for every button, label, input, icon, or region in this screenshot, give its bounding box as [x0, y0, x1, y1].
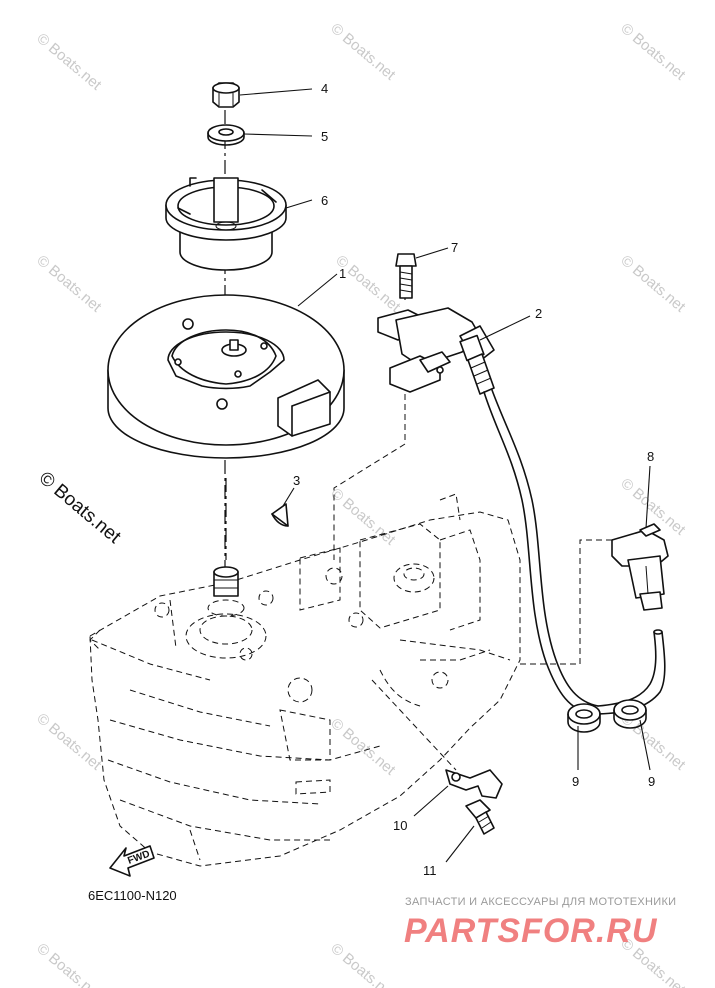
watermark: © Boats.net — [327, 940, 399, 988]
part-screw[interactable] — [465, 799, 495, 835]
part-grommet[interactable] — [613, 699, 647, 729]
watermark: © Boats.net — [33, 940, 105, 988]
shop-brand-logo: PARTSFOR.RU — [404, 912, 658, 950]
callout-4: 4 — [321, 81, 328, 96]
callout-7: 7 — [451, 240, 458, 255]
callout-10: 10 — [393, 818, 407, 833]
cap-route-line — [520, 539, 612, 665]
callout-numbers: 1 2 3 4 5 6 7 8 9 9 10 11 — [293, 81, 655, 878]
part-nut[interactable] — [212, 82, 240, 108]
callout-1: 1 — [339, 266, 346, 281]
watermark: © Boats.net — [617, 252, 689, 316]
watermark: © Boats.net — [33, 252, 105, 316]
shop-tagline: ЗАПЧАСТИ И АКСЕССУАРЫ ДЛЯ МОТОТЕХНИКИ — [405, 896, 676, 908]
callout-2: 2 — [535, 306, 542, 321]
callout-3: 3 — [293, 473, 300, 488]
watermark: © Boats.net — [327, 20, 399, 84]
watermark-layer: © Boats.net © Boats.net © Boats.net © Bo… — [33, 20, 689, 988]
drawing-code: 6EC1100-N120 — [88, 888, 177, 903]
callout-8: 8 — [647, 449, 654, 464]
watermark: © Boats.net — [332, 252, 404, 316]
part-woodruff-key[interactable] — [271, 503, 289, 527]
part-bolt[interactable] — [395, 253, 417, 299]
part-clamp[interactable] — [445, 769, 503, 799]
callout-9a: 9 — [572, 774, 579, 789]
engine-power-head — [89, 493, 521, 867]
watermark: © Boats.net — [33, 30, 105, 94]
watermark-main: © Boats.net — [35, 468, 125, 549]
coil-mount-line — [333, 394, 406, 560]
watermark: © Boats.net — [327, 715, 399, 779]
part-spark-plug-cap[interactable] — [611, 523, 669, 611]
part-flywheel-magneto[interactable] — [107, 294, 345, 459]
callout-6: 6 — [321, 193, 328, 208]
part-grommet[interactable] — [567, 703, 601, 733]
part-washer[interactable] — [207, 124, 245, 146]
callout-9b: 9 — [648, 774, 655, 789]
clamp-axis-line — [371, 679, 457, 771]
part-ignition-coil[interactable] — [377, 307, 495, 395]
fwd-arrow-icon: FWD — [109, 845, 155, 877]
watermark: © Boats.net — [617, 20, 689, 84]
part-starter-pulley[interactable] — [165, 177, 287, 271]
callout-5: 5 — [321, 129, 328, 144]
leader-lines — [239, 88, 651, 863]
watermark: © Boats.net — [33, 710, 105, 774]
callout-11: 11 — [423, 863, 437, 878]
